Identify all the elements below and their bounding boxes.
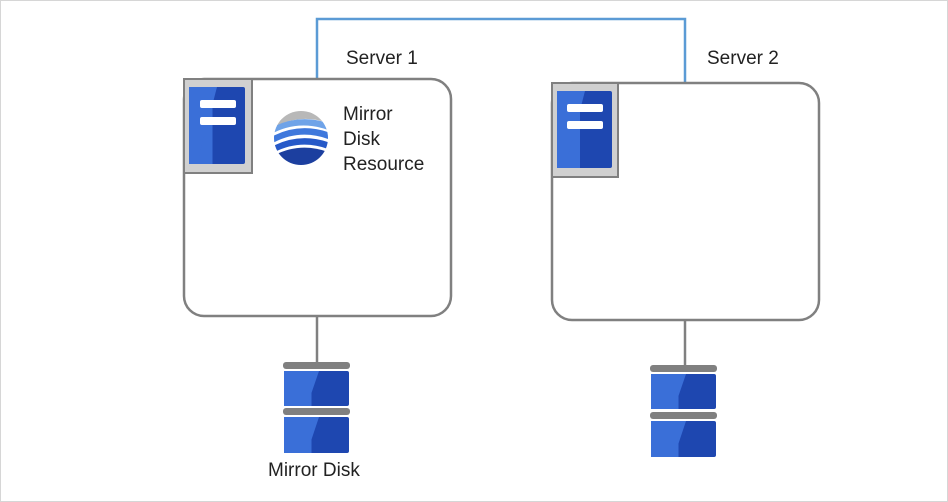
resource-label-line-3: Resource <box>343 154 425 175</box>
server2-disk-icon <box>650 365 717 457</box>
mirror-disk-label: Mirror Disk <box>268 460 360 481</box>
resource-label-line-1: Mirror <box>343 104 393 125</box>
mirror-disk-resource-icon <box>274 111 328 165</box>
server2-label: Server 2 <box>707 48 779 69</box>
server1-icon <box>183 78 253 174</box>
resource-label-line-2: Disk <box>343 129 380 150</box>
mirror-disk-icon <box>283 362 350 453</box>
server1-label: Server 1 <box>346 48 418 69</box>
interconnect-line <box>315 17 687 83</box>
mirror-disk-resource-label: Mirror Disk Resource <box>343 102 424 177</box>
server2-icon <box>551 82 619 178</box>
